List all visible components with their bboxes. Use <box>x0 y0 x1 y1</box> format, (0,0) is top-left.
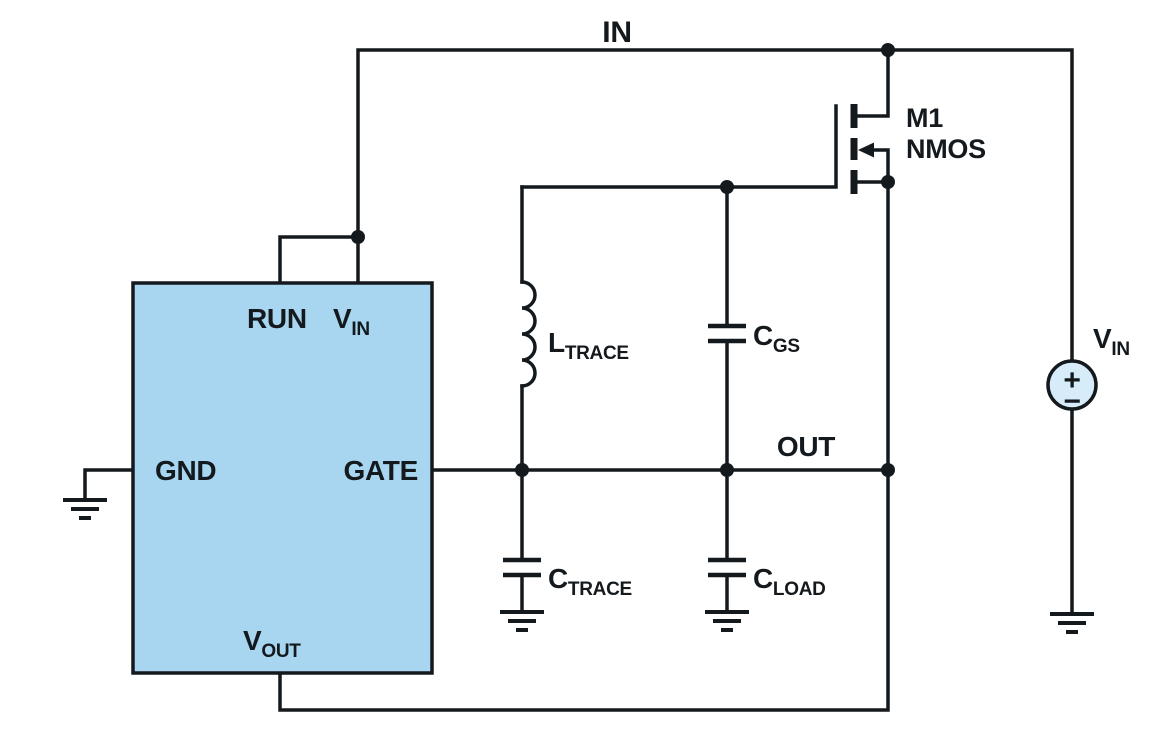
net-labels: IN OUT <box>602 16 835 462</box>
voltage-source-label: VIN <box>1093 323 1130 360</box>
junction-out-ltrace <box>515 463 529 477</box>
capacitor-cgs: CGS <box>708 320 800 357</box>
inductor-ltrace: LTRACE <box>520 280 629 388</box>
ctrace-label: CTRACE <box>548 563 632 600</box>
capacitor-cload: CLOAD <box>708 557 826 600</box>
ground-symbol-ic <box>63 498 107 520</box>
mosfet-body-arrow <box>858 142 874 158</box>
cgs-label: CGS <box>753 320 800 357</box>
wires <box>83 48 1074 712</box>
junction-run-vin <box>351 230 365 244</box>
wire-drain <box>853 48 890 118</box>
junction-gate-cgs <box>720 180 734 194</box>
inductor-coil <box>520 280 537 388</box>
net-label-out: OUT <box>777 431 835 462</box>
ic-pin-label-run: RUN <box>247 303 307 334</box>
inductor-label: LTRACE <box>548 327 629 364</box>
voltage-source-plus: + <box>1063 364 1080 397</box>
ic-regulator: RUN VIN GND GATE VOUT <box>131 281 434 675</box>
mosfet-type-label: NMOS <box>906 134 986 164</box>
wire-gate <box>520 104 838 189</box>
junction-out-cload <box>720 463 734 477</box>
wire-body <box>870 148 890 184</box>
wire-run-jog <box>278 235 360 285</box>
wire-feedback <box>278 180 890 712</box>
voltage-source-minus: − <box>1063 385 1080 418</box>
ic-body <box>131 281 434 675</box>
wire-gnd-stub <box>83 468 135 502</box>
wire-in-rail <box>356 48 1074 363</box>
junction-dots <box>351 43 895 477</box>
ic-pin-label-vin: VIN <box>333 303 370 340</box>
ground-symbol-cload <box>705 610 749 632</box>
ic-pin-label-gate: GATE <box>343 455 418 486</box>
cload-label: CLOAD <box>753 563 826 600</box>
voltage-source-vin: + − VIN <box>1046 323 1130 418</box>
net-label-in: IN <box>602 16 631 49</box>
junction-in-drain <box>881 43 895 57</box>
ic-pin-label-vout: VOUT <box>243 625 301 662</box>
ground-symbol-ctrace <box>500 610 544 632</box>
mosfet-ref-label: M1 <box>906 103 943 133</box>
mosfet-m1: M1 NMOS <box>850 103 986 194</box>
capacitor-ctrace: CTRACE <box>503 557 632 600</box>
ground-symbol-source <box>1050 612 1094 634</box>
voltage-source-circle <box>1046 359 1098 411</box>
junction-source-body <box>881 175 895 189</box>
ic-pin-label-gnd: GND <box>155 455 216 486</box>
junction-out-source <box>881 463 895 477</box>
